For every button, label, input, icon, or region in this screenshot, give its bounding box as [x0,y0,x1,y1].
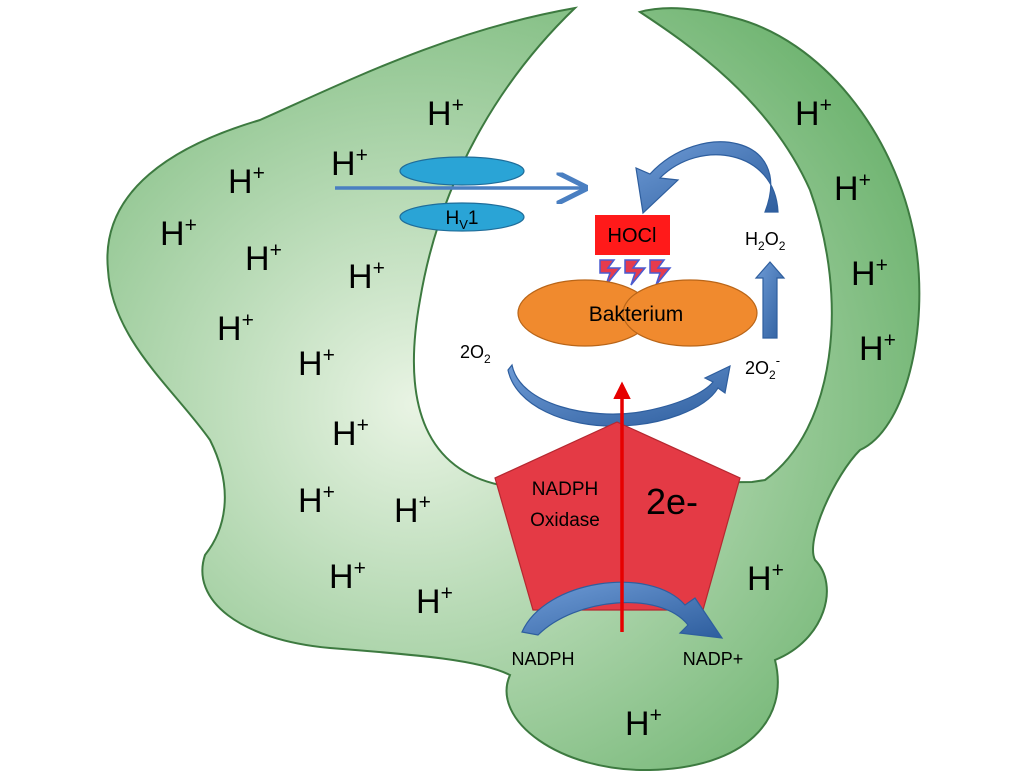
proton-label-base: H [394,492,419,530]
hocl-label: HOCl [608,225,657,247]
proton-label-base: H [851,255,876,293]
proton-label-charge: + [373,257,385,280]
oxygen-label-main: 2O [460,342,484,362]
superoxide-label: 2O2- [745,353,780,382]
channel-bottom-subunit [399,202,525,232]
proton-label-charge: + [452,94,464,117]
proton-label-base: H [332,415,357,453]
electrons-label: 2e- [646,481,698,522]
proton-label: H+ [228,162,265,201]
bacterium-label: Bakterium [589,303,684,326]
proton-label-charge: + [185,214,197,237]
proton-label: H+ [394,491,431,530]
proton-label-charge: + [772,559,784,582]
proton-label: H+ [329,557,366,596]
proton-label: H+ [217,309,254,348]
proton-label: H+ [427,94,464,133]
proton-label-charge: + [876,254,888,277]
proton-label: H+ [245,239,282,278]
proton-label-charge: + [820,94,832,117]
proton-label: H+ [416,582,453,621]
proton-label-base: H [298,482,323,520]
lightning-bolt-icon [599,259,622,286]
proton-label: H+ [348,257,385,296]
nadp-plus-label: NADP+ [683,649,744,669]
oxygen-label: 2O2 [460,342,491,366]
nadph-oxidase-label-line2: Oxidase [530,510,600,531]
proton-label-charge: + [650,704,662,727]
phagocyte-cell [106,6,921,772]
nadph-conversion-arrow [521,581,724,639]
proton-label-base: H [331,145,356,183]
oxygen-reduction-arrow [507,363,731,427]
channel-top-subunit [399,156,525,186]
superoxide-label-sub: 2 [769,368,776,382]
proton-label-charge: + [354,557,366,580]
proton-label-charge: + [419,491,431,514]
superoxide-label-charge: - [776,353,780,368]
proton-label-charge: + [270,239,282,262]
hv1-proton-channel: HV1 [399,156,525,232]
h2o2-label-part-h: H [745,229,758,249]
proton-label-charge: + [253,162,265,185]
proton-label-charge: + [357,414,369,437]
h2o2-to-hocl-arrow [635,141,779,215]
lightning-bolt-icons [599,259,672,286]
nadph-oxidase-enzyme [494,421,741,611]
lightning-bolt-icon [624,259,647,286]
proton-label: H+ [298,481,335,520]
proton-label: H+ [859,329,896,368]
proton-label-base: H [427,95,452,133]
lightning-bolt-icon [649,259,672,286]
proton-label-base: H [859,330,884,368]
proton-label-base: H [245,240,270,278]
superoxide-to-h2o2-arrow [754,261,786,339]
proton-label-base: H [348,258,373,296]
proton-label-charge: + [323,481,335,504]
channel-label: HV1 [446,208,479,232]
proton-label: H+ [332,414,369,453]
proton-label: H+ [795,94,832,133]
proton-label: H+ [331,144,368,183]
nadph-label: NADPH [511,649,574,669]
proton-label: H+ [834,169,871,208]
h2o2-label-part-2a: 2 [758,239,765,253]
proton-label-charge: + [323,344,335,367]
channel-label-sub: V [459,217,468,232]
proton-label-charge: + [356,144,368,167]
proton-label-base: H [228,163,253,201]
channel-label-tail: 1 [468,208,479,229]
proton-label-charge: + [884,329,896,352]
proton-label-base: H [747,560,772,598]
channel-label-main: H [446,208,460,229]
proton-label: H+ [625,704,662,743]
h2o2-label: H2O2 [745,229,786,253]
proton-label-base: H [329,558,354,596]
h2o2-label-part-o: O [765,229,779,249]
bacterium: Bakterium [517,279,758,347]
proton-label: H+ [160,214,197,253]
hocl-box [595,215,670,255]
proton-label-charge: + [242,309,254,332]
nadph-oxidase-label-line1: NADPH [532,479,599,500]
proton-label-charge: + [441,582,453,605]
proton-group: H+H+H+H+H+H+H+H+H+H+H+H+H+H+H+H+H+H+H+ [160,94,896,743]
h2o2-label-part-2b: 2 [779,239,786,253]
proton-label: H+ [298,344,335,383]
proton-label-charge: + [859,169,871,192]
bacterium-lobe-right [622,279,758,347]
proton-label-base: H [217,310,242,348]
proton-label-base: H [834,170,859,208]
oxygen-label-sub: 2 [484,352,491,366]
proton-label-base: H [160,215,185,253]
proton-label: H+ [747,559,784,598]
proton-label-base: H [625,705,650,743]
superoxide-label-main: 2O [745,358,769,378]
proton-label-base: H [416,583,441,621]
proton-label: H+ [851,254,888,293]
proton-label-base: H [795,95,820,133]
proton-label-base: H [298,345,323,383]
